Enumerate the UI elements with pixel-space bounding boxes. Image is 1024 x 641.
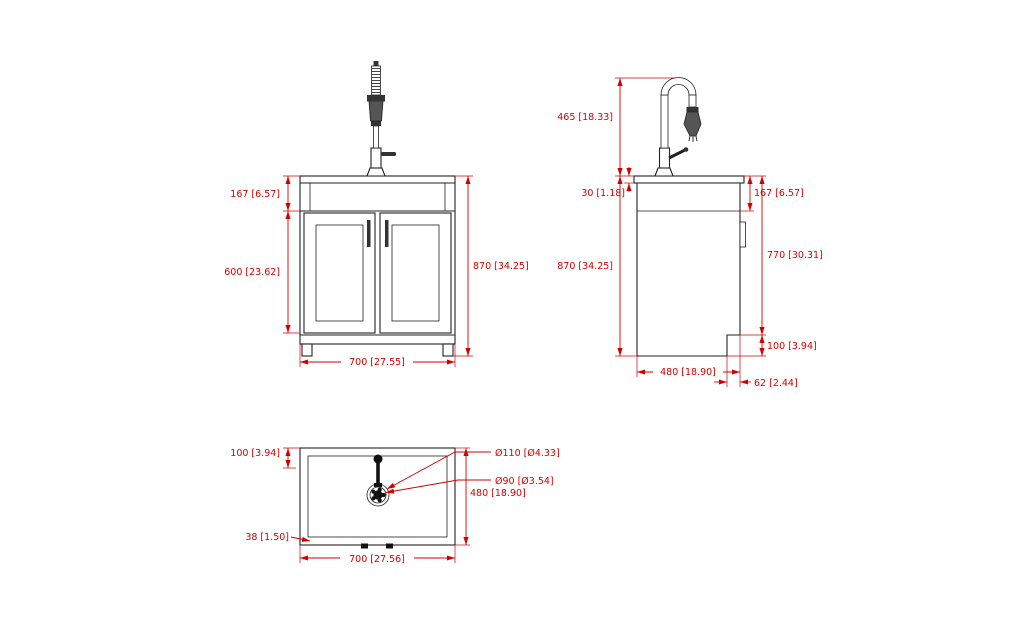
dim-front-door-height: 600 [23.62] (224, 267, 280, 278)
front-door-left-handle (367, 220, 371, 247)
dim-front-width: 700 [27.55] (349, 357, 405, 368)
spray-head-side (683, 111, 702, 137)
dim-top-depth: 480 [18.90] (470, 488, 526, 499)
front-door-left-panel (315, 224, 364, 322)
faucet-lever (381, 152, 396, 156)
side-cabinet-body (636, 182, 741, 357)
dim-side-toe-kick-depth: 62 [2.44] (754, 378, 798, 389)
dim-front-total-height: 870 [34.25] (473, 261, 529, 272)
spray-head-body (368, 100, 384, 122)
mount-clip-right (386, 543, 393, 549)
side-faucet (654, 77, 702, 177)
front-door-right-handle (385, 220, 389, 247)
side-dimensions: 465 [18.33] 870 [34.25] 30 [1.18] 167 [6… (557, 77, 823, 389)
side-cabinet (633, 175, 746, 357)
faucet-base-side (654, 167, 674, 177)
faucet-gooseneck-arc (660, 77, 697, 96)
dim-front-top-section: 167 [6.57] (230, 189, 280, 200)
dim-top-hole-inner: Ø90 [Ø3.54] (495, 476, 554, 487)
faucet-lever-knob (683, 147, 689, 152)
front-door-right-panel (391, 224, 440, 322)
front-foot-left (301, 343, 313, 357)
leader-line (290, 536, 311, 542)
top-dimensions: 100 [3.94] Ø110 [Ø4.33] Ø90 [Ø3.54] 480 … (230, 447, 560, 565)
front-view: 167 [6.57] 600 [23.62] 870 [34.25] 700 [… (224, 61, 529, 368)
faucet-body (370, 147, 382, 169)
faucet-handle-collar-top (374, 483, 382, 487)
dim-side-faucet-height: 465 [18.33] (557, 112, 613, 123)
faucet-riser-tube (660, 94, 669, 149)
spout-detail (371, 496, 376, 501)
spout-detail (381, 492, 386, 498)
dim-top-hole-outer: Ø110 [Ø4.33] (495, 448, 560, 459)
dim-top-rim-width: 38 [1.50] (245, 532, 289, 543)
faucet-lever-side (668, 148, 686, 160)
leader-line (385, 479, 491, 494)
faucet-spout-top (373, 490, 383, 500)
dim-side-depth: 480 [18.90] (660, 367, 716, 378)
dim-text-backing (341, 355, 413, 368)
dim-text-backing (653, 365, 723, 378)
spray-head-collar-side (686, 107, 699, 112)
front-faucet (366, 61, 396, 177)
dim-side-counter-thickness: 30 [1.18] (581, 188, 625, 199)
dim-top-width: 700 [27.56] (349, 554, 405, 565)
faucet-neck (373, 125, 379, 149)
dim-side-front-height: 770 [30.31] (767, 250, 823, 261)
front-cabinet (299, 175, 456, 357)
faucet-handle-stem-top (376, 462, 380, 486)
dim-top-back-offset: 100 [3.94] (230, 448, 280, 459)
faucet-drop-tube (688, 94, 697, 108)
side-door-handle (739, 221, 746, 248)
spout-detail (371, 489, 376, 494)
faucet-base (366, 167, 386, 177)
spray-head-bristles (688, 135, 698, 142)
dim-side-top-section: 167 [6.57] (754, 188, 804, 199)
hose-top-connector (373, 61, 379, 66)
spout-detail (377, 498, 382, 503)
faucet-body-side (658, 147, 671, 169)
side-countertop (633, 175, 745, 184)
hose-coil-lines (371, 68, 381, 93)
dim-text-backing (340, 551, 414, 564)
dim-side-total-height: 870 [34.25] (557, 261, 613, 272)
front-dimensions: 167 [6.57] 600 [23.62] 870 [34.25] 700 [… (224, 175, 529, 368)
top-view: 100 [3.94] Ø110 [Ø4.33] Ø90 [Ø3.54] 480 … (230, 447, 560, 565)
front-foot-right (442, 343, 454, 357)
spout-detail (377, 487, 382, 492)
side-view: 465 [18.33] 870 [34.25] 30 [1.18] 167 [6… (557, 77, 823, 389)
mount-clip-left (361, 543, 368, 549)
dim-side-toe-kick-height: 100 [3.94] (767, 341, 817, 352)
spray-head-collar (367, 95, 385, 102)
faucet-handle-knob-top (373, 454, 383, 464)
leader-line (386, 451, 491, 490)
top-sink (299, 447, 456, 549)
spray-head-tip (371, 121, 381, 126)
